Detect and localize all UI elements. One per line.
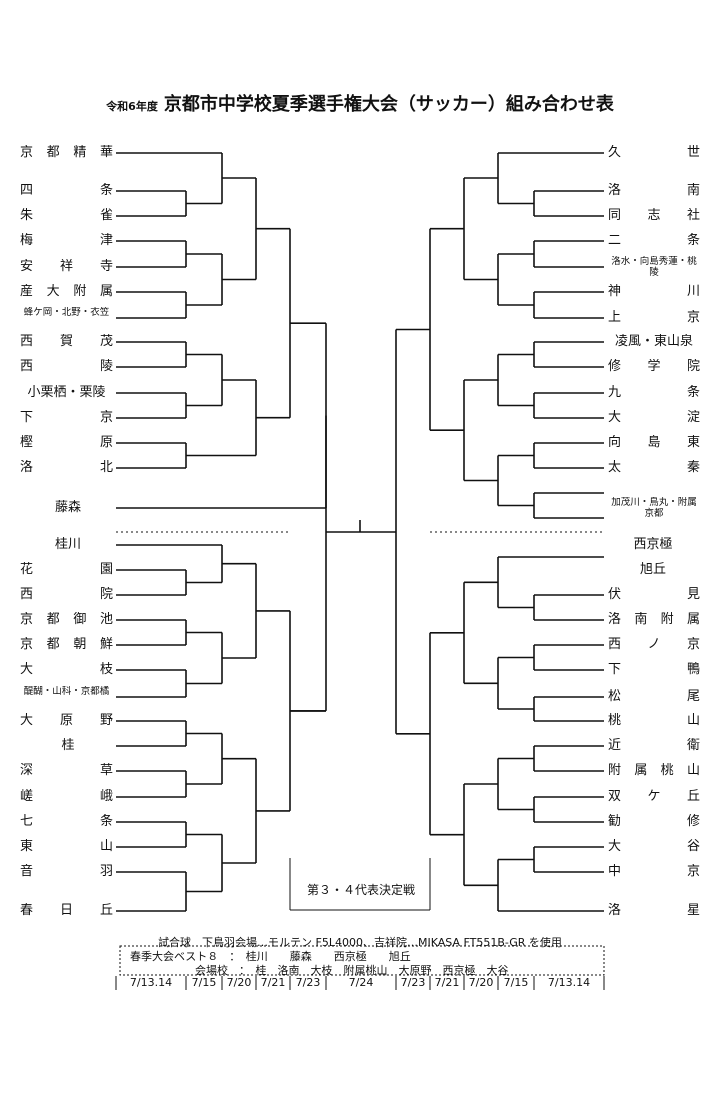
right-team-29: 洛星	[608, 903, 700, 918]
left-team-11: 下京	[20, 410, 113, 425]
left-team-28: 音羽	[20, 864, 113, 879]
left-team-17: 西院	[20, 587, 113, 602]
left-team-5: 安祥寺	[20, 259, 113, 274]
round-date-1: 7/13.14	[129, 976, 173, 989]
right-team-22: 桃山	[608, 713, 700, 728]
right-team-15: 西京極	[633, 537, 673, 552]
round-date-10: 7/15	[503, 976, 529, 989]
left-team-25: 嵯峨	[20, 789, 113, 804]
left-team-24: 深草	[20, 763, 113, 778]
right-team-16: 旭丘	[639, 562, 666, 577]
left-team-8: 西賀茂	[20, 334, 113, 349]
left-team-29: 春日丘	[20, 903, 113, 918]
round-date-8: 7/21	[434, 976, 460, 989]
right-team-20: 下鴨	[608, 662, 700, 677]
venue-schools-note: 会場校 ： 桂 洛南 大枝 附属桃山 大原野 西京極 大谷	[195, 964, 509, 977]
right-team-26: 勧修	[608, 814, 700, 829]
left-team-18: 京都御池	[20, 612, 113, 627]
left-team-13: 洛北	[20, 460, 113, 475]
playoff-label: 第３・４代表決定戦	[306, 883, 415, 897]
left-team-1: 京都精華	[20, 145, 113, 160]
right-team-8: 凌風・東山泉	[614, 334, 693, 349]
right-team-28: 中京	[608, 864, 700, 879]
left-team-12: 樫原	[20, 435, 113, 450]
left-team-3: 朱雀	[20, 208, 113, 223]
round-date-9: 7/20	[468, 976, 494, 989]
round-date-4: 7/21	[260, 976, 286, 989]
right-team-5: 洛水・向島秀蓮・桃陵	[611, 256, 697, 278]
right-team-14: 加茂川・鳥丸・附属京都	[611, 497, 697, 519]
left-team-26: 七条	[20, 814, 113, 829]
left-team-16: 花園	[20, 562, 113, 577]
right-team-18: 洛南附属	[608, 612, 700, 627]
left-team-21: 醍醐・山科・京都橘	[23, 686, 110, 697]
right-team-12: 向島東	[608, 435, 700, 450]
right-team-11: 大淀	[608, 410, 700, 425]
right-team-3: 同志社	[608, 208, 700, 223]
left-team-9: 西陵	[20, 359, 113, 374]
right-team-10: 九条	[608, 385, 700, 400]
right-team-6: 神川	[608, 284, 700, 299]
page-title: 令和6年度京都市中学校夏季選手権大会（サッカー）組み合わせ表	[0, 90, 720, 116]
round-date-6: 7/24	[348, 976, 374, 989]
right-team-7: 上京	[608, 310, 700, 325]
tournament-title: 京都市中学校夏季選手権大会（サッカー）組み合わせ表	[163, 94, 614, 115]
left-team-19: 京都朝鮮	[20, 637, 113, 652]
notes-box	[119, 945, 605, 976]
left-team-23: 桂	[61, 738, 75, 753]
right-team-25: 双ケ丘	[608, 789, 700, 804]
match-ball-note: 試合球 下鳥羽会場…モルテン F5L4000、吉祥院…MIKASA FT551B…	[158, 936, 562, 949]
right-team-17: 伏見	[608, 587, 700, 602]
left-team-10: 小栗栖・栗陵	[27, 385, 106, 400]
round-date-7: 7/23	[400, 976, 426, 989]
right-team-21: 松尾	[608, 689, 700, 704]
left-team-22: 大原野	[20, 713, 113, 728]
left-team-27: 東山	[20, 839, 113, 854]
left-team-2: 四条	[20, 183, 113, 198]
round-date-11: 7/13.14	[547, 976, 591, 989]
right-team-4: 二条	[608, 233, 700, 248]
fiscal-year-label: 令和6年度	[106, 100, 158, 113]
left-team-7: 蜂ケ岡・北野・衣笠	[23, 307, 110, 318]
right-team-9: 修学院	[608, 359, 700, 374]
left-team-20: 大枝	[20, 662, 113, 677]
right-team-19: 西ノ京	[608, 637, 700, 652]
right-team-23: 近衛	[608, 738, 700, 753]
right-team-2: 洛南	[608, 183, 700, 198]
left-team-14: 藤森	[54, 500, 81, 515]
right-team-24: 附属桃山	[608, 763, 700, 778]
round-date-3: 7/20	[226, 976, 252, 989]
spring-best8-note: 春季大会ベスト８ ： 桂川 藤森 西京極 旭丘	[130, 950, 411, 963]
left-team-6: 産大附属	[20, 284, 113, 299]
left-team-15: 桂川	[54, 537, 81, 552]
right-team-13: 太秦	[608, 460, 700, 475]
round-date-2: 7/15	[191, 976, 217, 989]
right-team-1: 久世	[608, 145, 700, 160]
right-team-27: 大谷	[608, 839, 700, 854]
left-team-4: 梅津	[20, 233, 113, 248]
round-date-5: 7/23	[295, 976, 321, 989]
